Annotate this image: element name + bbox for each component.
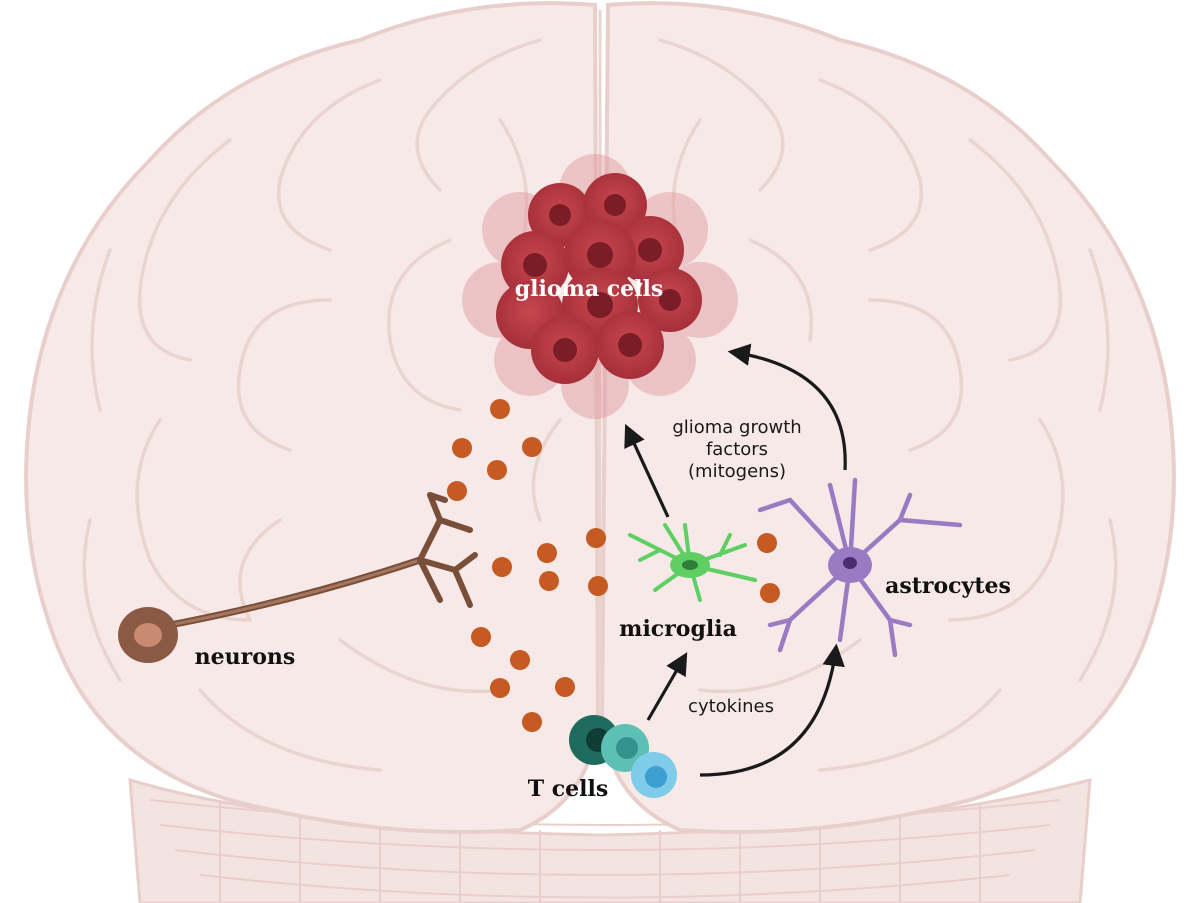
molecule-dot: [555, 677, 575, 697]
molecule-dot: [490, 678, 510, 698]
microglia-cell: microglia: [619, 523, 757, 642]
molecule-dot: [490, 399, 510, 419]
molecule-dot: [586, 528, 606, 548]
neuron-cell: neurons: [118, 492, 478, 670]
brain-outline: [24, 1, 1176, 903]
astrocytes-label: astrocytes: [885, 573, 1011, 599]
molecule-dot: [487, 460, 507, 480]
molecule-dot: [471, 627, 491, 647]
molecule-dot: [537, 543, 557, 563]
arrow-tcell-to-microglia: [646, 652, 688, 721]
neurons-label: neurons: [195, 644, 296, 670]
arrow-tcell-to-astrocyte: [699, 643, 845, 777]
arrow-microglia-to-glioma: [624, 423, 670, 518]
growth-factors-label-line1: glioma growth: [672, 417, 801, 438]
signaling-molecules: [447, 399, 780, 732]
t-cells-label: T cells: [528, 776, 609, 802]
glioma-cells-label: glioma cells: [515, 276, 663, 302]
molecule-dot: [510, 650, 530, 670]
growth-factors-label-line2: factors: [706, 439, 768, 460]
cytokines-label: cytokines: [688, 696, 774, 717]
molecule-dot: [522, 712, 542, 732]
molecule-dot: [492, 557, 512, 577]
astrocyte-cell: astrocytes: [757, 477, 1011, 658]
molecule-dot: [539, 571, 559, 591]
molecule-dot: [522, 437, 542, 457]
microglia-label: microglia: [619, 616, 737, 642]
arrow-astrocyte-to-glioma: [727, 343, 847, 471]
molecule-dot: [760, 583, 780, 603]
molecule-dot: [757, 533, 777, 553]
molecule-dot: [447, 481, 467, 501]
t-cells: T cells: [528, 715, 677, 802]
glioma-cell-cluster: glioma cells: [462, 154, 738, 419]
growth-factors-label-line3: (mitogens): [688, 461, 786, 482]
signal-arrows: [624, 343, 847, 777]
molecule-dot: [452, 438, 472, 458]
molecule-dot: [588, 576, 608, 596]
